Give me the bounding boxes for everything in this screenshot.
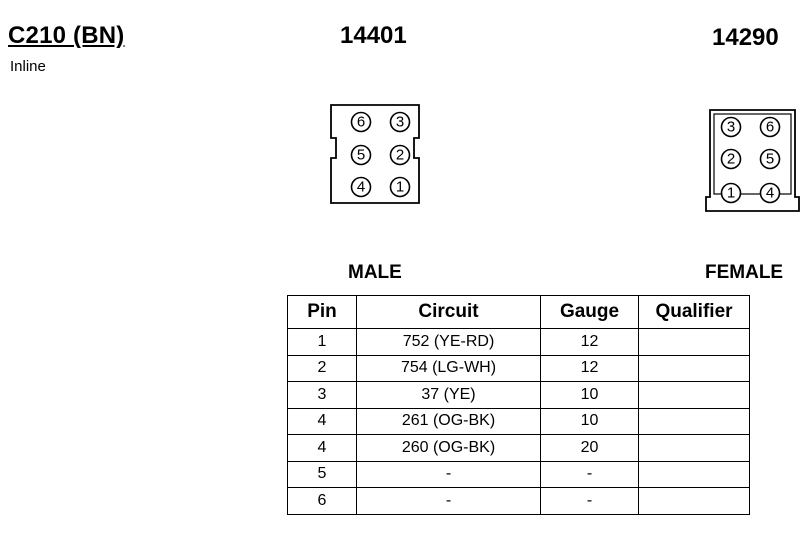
svg-text:2: 2	[396, 147, 404, 164]
table-row: 4 260 (OG-BK) 20	[287, 434, 750, 462]
female-pin-5: 5	[759, 148, 781, 170]
female-pin-2: 2	[720, 148, 742, 170]
cell-circuit: -	[356, 487, 541, 515]
table-row: 2 754 (LG-WH) 12	[287, 354, 750, 382]
female-part-number: 14290	[712, 24, 779, 51]
female-pin-1: 1	[720, 182, 742, 204]
cell-pin: 5	[287, 460, 357, 488]
cell-pin: 1	[287, 328, 357, 356]
cell-qualifier	[638, 354, 750, 382]
cell-circuit: -	[356, 460, 541, 488]
male-part-number: 14401	[340, 22, 407, 49]
table-row: 4 261 (OG-BK) 10	[287, 407, 750, 435]
female-label: FEMALE	[705, 262, 784, 283]
cell-pin: 6	[287, 487, 357, 515]
female-pin-4: 4	[759, 182, 781, 204]
cell-gauge: 20	[540, 434, 639, 462]
pinout-table: Pin Circuit Gauge Qualifier 1 752 (YE-RD…	[287, 295, 750, 515]
female-connector-housing	[705, 109, 800, 212]
header-gauge: Gauge	[540, 295, 639, 329]
svg-text:1: 1	[396, 179, 404, 196]
table-row: 3 37 (YE) 10	[287, 381, 750, 409]
svg-text:2: 2	[727, 151, 735, 168]
cell-circuit: 37 (YE)	[356, 381, 541, 409]
cell-gauge: 12	[540, 328, 639, 356]
cell-qualifier	[638, 434, 750, 462]
cell-gauge: 10	[540, 407, 639, 435]
table-header-row: Pin Circuit Gauge Qualifier	[287, 295, 750, 329]
cell-pin: 2	[287, 354, 357, 382]
header-circuit: Circuit	[356, 295, 541, 329]
svg-text:1: 1	[727, 185, 735, 202]
cell-gauge: 10	[540, 381, 639, 409]
male-connector-diagram: 6 3 5 2 4 1	[330, 104, 420, 204]
svg-text:6: 6	[766, 119, 774, 136]
connector-title: C210 (BN)	[8, 22, 125, 49]
female-pin-6: 6	[759, 116, 781, 138]
svg-text:5: 5	[766, 151, 774, 168]
svg-text:3: 3	[396, 114, 404, 131]
cell-gauge: -	[540, 487, 639, 515]
cell-qualifier	[638, 381, 750, 409]
cell-circuit: 752 (YE-RD)	[356, 328, 541, 356]
svg-text:6: 6	[357, 114, 365, 131]
cell-circuit: 261 (OG-BK)	[356, 407, 541, 435]
table-row: 5 - -	[287, 460, 750, 488]
connector-location: Inline	[10, 58, 46, 75]
cell-qualifier	[638, 487, 750, 515]
cell-pin: 4	[287, 434, 357, 462]
cell-gauge: -	[540, 460, 639, 488]
cell-circuit: 260 (OG-BK)	[356, 434, 541, 462]
male-pin-3: 3	[389, 111, 411, 133]
cell-gauge: 12	[540, 354, 639, 382]
female-connector-diagram: 3 6 2 5 1 4	[705, 109, 800, 212]
svg-text:4: 4	[357, 179, 365, 196]
male-label: MALE	[348, 262, 402, 283]
cell-qualifier	[638, 328, 750, 356]
cell-qualifier	[638, 407, 750, 435]
male-pin-1: 1	[389, 176, 411, 198]
cell-pin: 3	[287, 381, 357, 409]
male-pin-2: 2	[389, 144, 411, 166]
svg-text:4: 4	[766, 185, 774, 202]
cell-pin: 4	[287, 407, 357, 435]
male-pin-5: 5	[350, 144, 372, 166]
female-pin-3: 3	[720, 116, 742, 138]
table-row: 1 752 (YE-RD) 12	[287, 328, 750, 356]
svg-text:5: 5	[357, 147, 365, 164]
cell-circuit: 754 (LG-WH)	[356, 354, 541, 382]
svg-text:3: 3	[727, 119, 735, 136]
cell-qualifier	[638, 460, 750, 488]
header-pin: Pin	[287, 295, 357, 329]
male-pin-4: 4	[350, 176, 372, 198]
table-row: 6 - -	[287, 487, 750, 515]
male-pin-6: 6	[350, 111, 372, 133]
header-qualifier: Qualifier	[638, 295, 750, 329]
